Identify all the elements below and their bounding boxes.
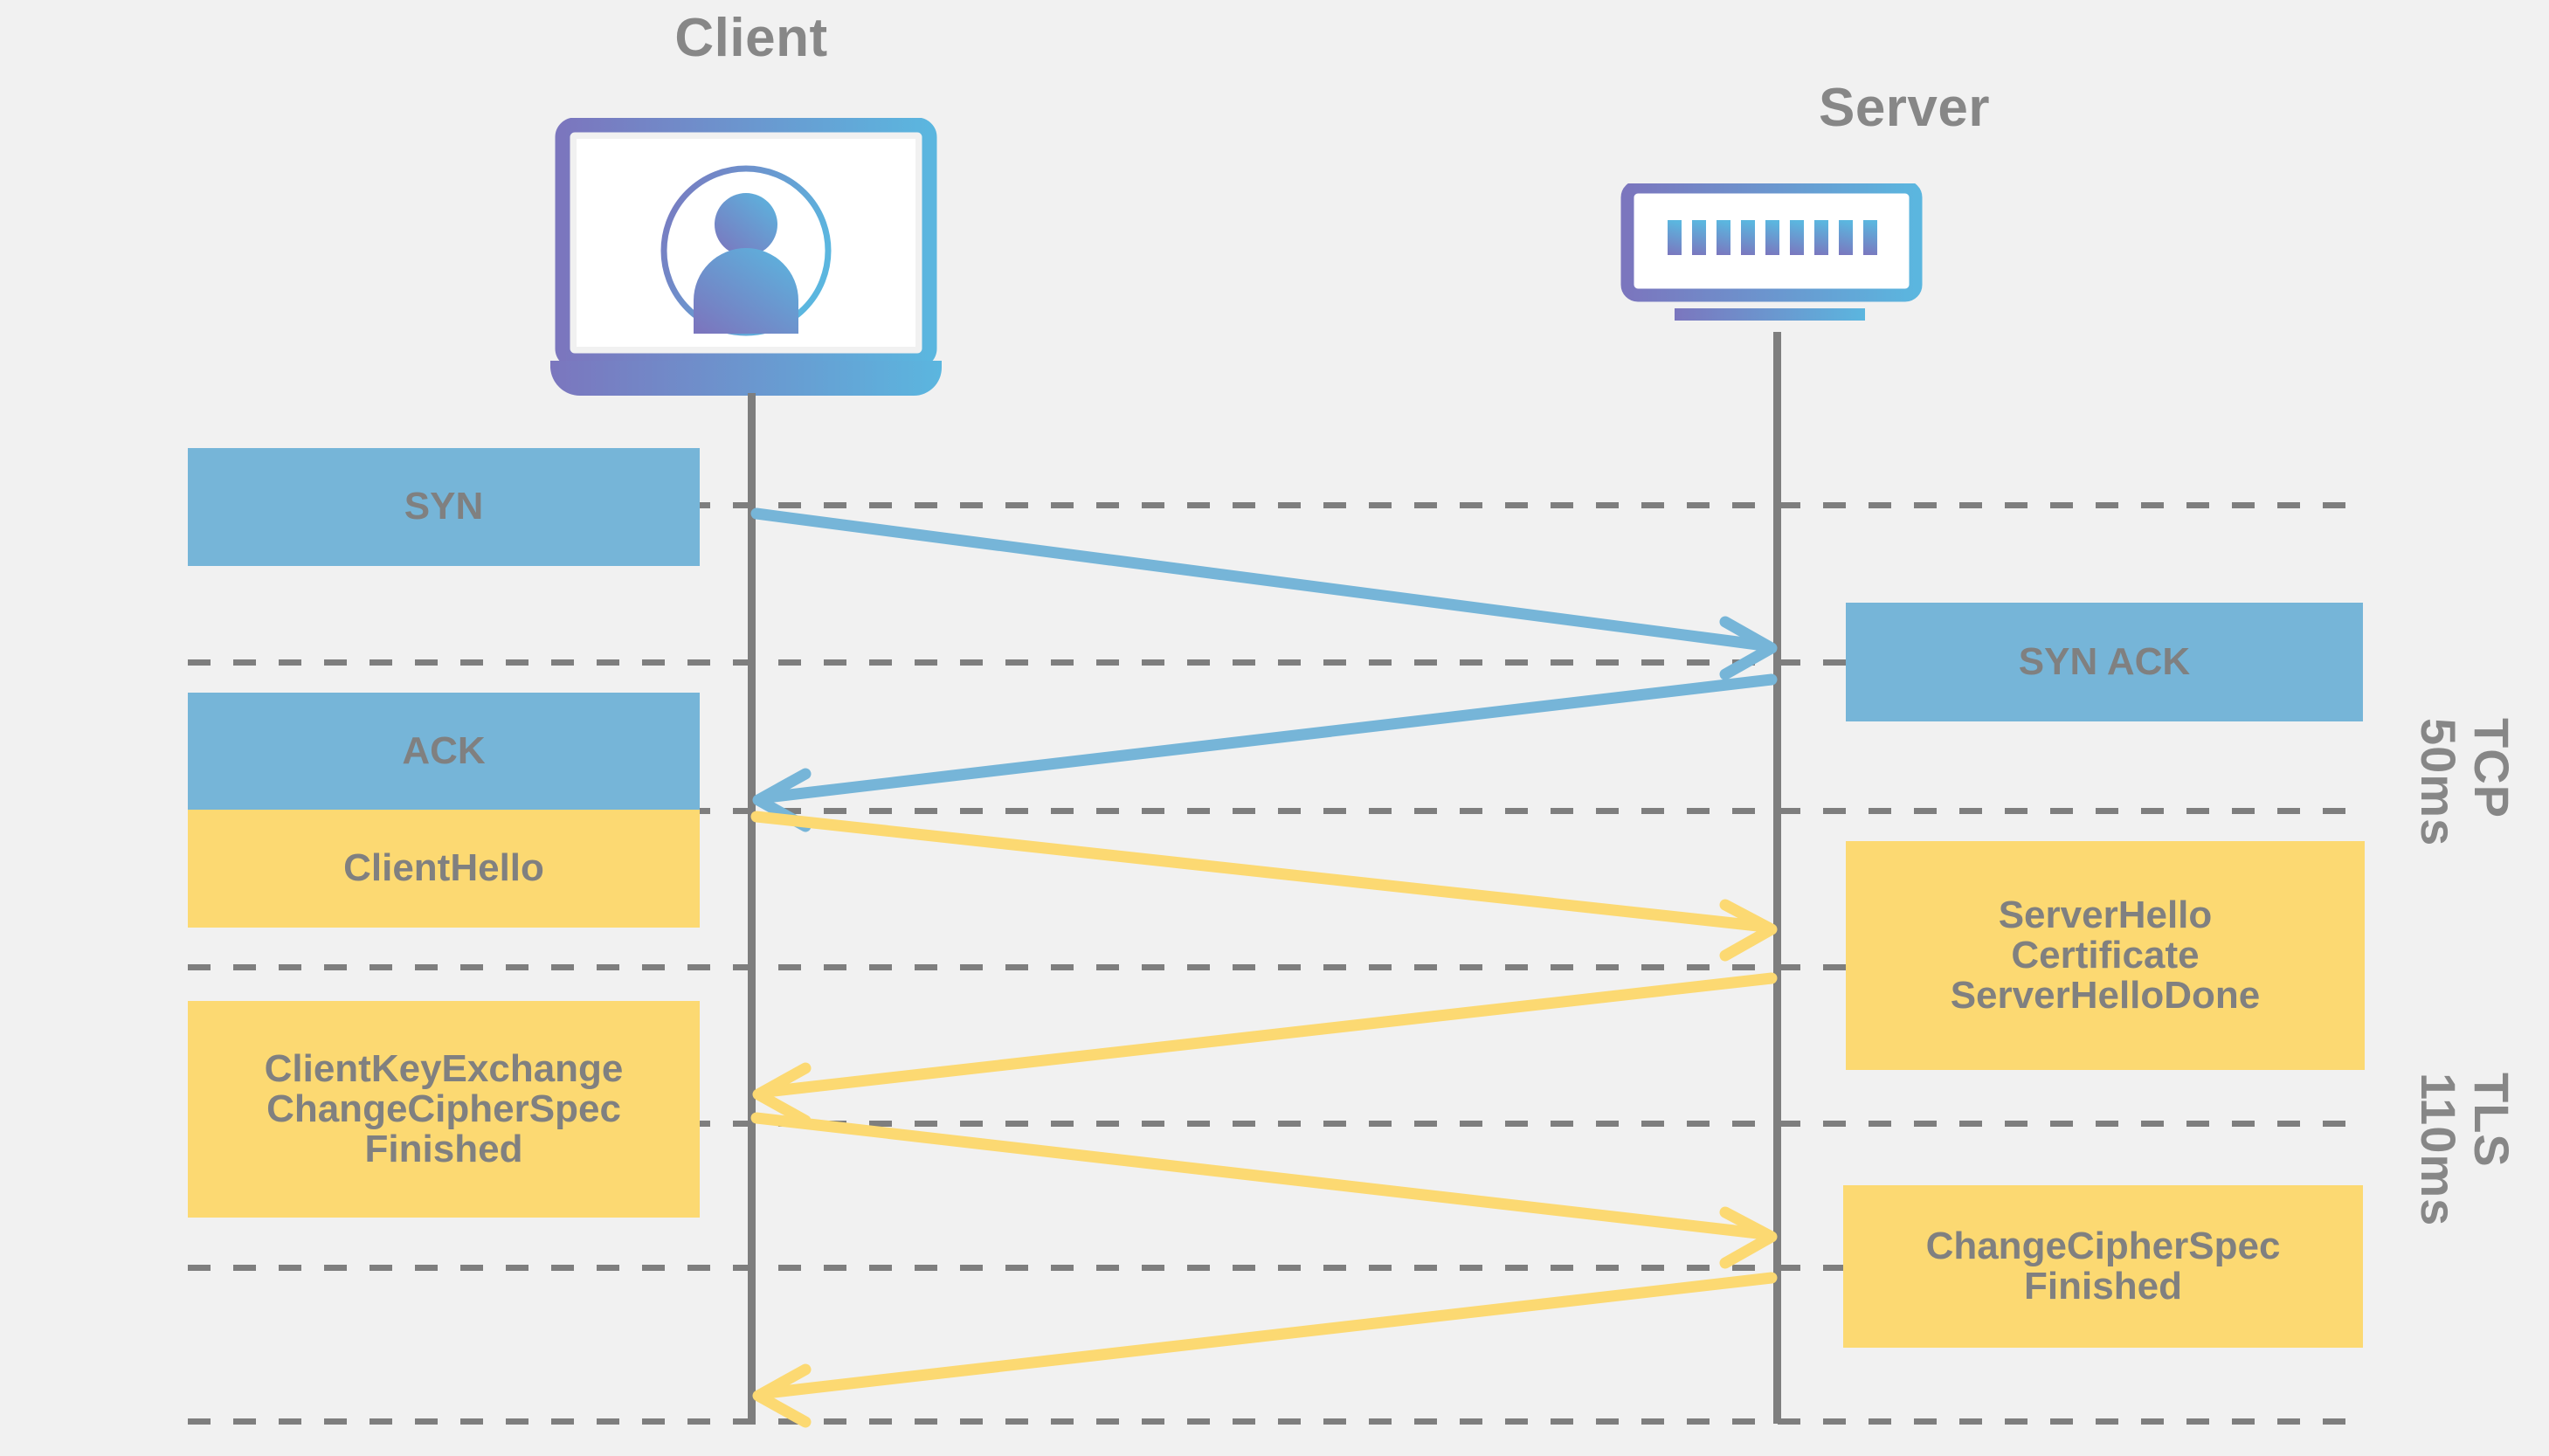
message-label-server-hello-2: Certificate bbox=[2011, 933, 2200, 976]
dashed-separator-2 bbox=[188, 659, 2363, 666]
arrow-client-hello bbox=[750, 811, 1778, 962]
message-box-client-hello: ClientHello bbox=[188, 810, 700, 928]
arrow-server-change-cipher-spec bbox=[752, 1272, 1778, 1428]
client-title: Client bbox=[674, 8, 828, 68]
phase-label-tls-duration: 110ms bbox=[2411, 1073, 2466, 1227]
server-title: Server bbox=[1818, 78, 1991, 138]
phase-label-tcp-duration: 50ms bbox=[2411, 718, 2466, 847]
message-label-client-key-exchange-3: Finished bbox=[364, 1128, 523, 1171]
message-label-client-hello: ClientHello bbox=[343, 846, 544, 890]
message-label-syn-ack: SYN ACK bbox=[2018, 639, 2191, 683]
arrow-syn-ack bbox=[752, 673, 1778, 832]
server-lifeline bbox=[1773, 332, 1781, 1424]
message-label-client-key-exchange-2: ChangeCipherSpec bbox=[266, 1087, 621, 1130]
arrow-client-key-exchange bbox=[750, 1112, 1778, 1269]
dashed-separator-6 bbox=[188, 1265, 2363, 1271]
message-box-client-key-exchange: ClientKeyExchange ChangeCipherSpec Finis… bbox=[188, 1001, 700, 1218]
dashed-separator-4 bbox=[188, 964, 2363, 970]
message-box-syn: SYN bbox=[188, 448, 700, 566]
message-label-ack: ACK bbox=[402, 728, 486, 772]
phase-label-tcp-name: TCP bbox=[2464, 718, 2519, 818]
dashed-separator-1 bbox=[188, 502, 2363, 508]
arrow-syn bbox=[750, 507, 1778, 680]
phase-label-tls-name: TLS bbox=[2464, 1073, 2519, 1168]
message-label-syn: SYN bbox=[404, 485, 484, 528]
arrow-server-hello bbox=[752, 972, 1778, 1127]
message-label-server-ccs-1: ChangeCipherSpec bbox=[1925, 1224, 2281, 1267]
message-label-client-key-exchange-1: ClientKeyExchange bbox=[264, 1046, 624, 1090]
message-label-server-ccs-2: Finished bbox=[2024, 1265, 2182, 1308]
message-label-server-hello-1: ServerHello bbox=[1998, 893, 2213, 936]
message-box-syn-ack: SYN ACK bbox=[1846, 603, 2363, 721]
message-box-server-change-cipher-spec: ChangeCipherSpec Finished bbox=[1843, 1185, 2363, 1348]
server-rack-icon bbox=[1620, 180, 1961, 349]
message-box-ack: ACK bbox=[188, 693, 700, 810]
laptop-user-icon bbox=[550, 117, 976, 397]
message-box-server-hello: ServerHello Certificate ServerHelloDone bbox=[1846, 841, 2365, 1070]
dashed-separator-7 bbox=[188, 1418, 2363, 1425]
message-label-server-hello-3: ServerHelloDone bbox=[1950, 974, 2261, 1018]
